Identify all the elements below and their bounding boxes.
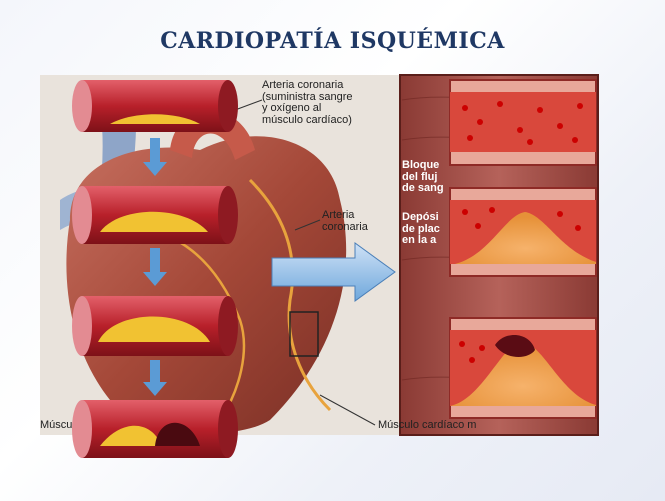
label-heart-muscle: Músculo cardíaco m: [378, 420, 476, 432]
artery-slice-plaque: [450, 188, 596, 276]
label-coronary-artery-supply: Arteria coronaria (suministra sangre y o…: [262, 80, 352, 126]
artery-tube-2: [72, 186, 238, 244]
slide-title: CARDIOPATÍA ISQUÉMICA: [0, 28, 665, 54]
artery-tube-3: [72, 296, 238, 356]
label-plaque-deposits: Depósi de plac en la a: [402, 212, 440, 247]
artery-tube-4: [72, 400, 238, 458]
label-muscle-left: Múscu: [40, 420, 72, 432]
label-blocked-flow: Bloque del fluj de sang: [402, 160, 444, 195]
artery-slice-blocked: [450, 318, 596, 418]
artery-tube-1: [72, 80, 238, 132]
artery-slice-healthy: [450, 80, 596, 165]
label-coronary-artery: Arteria coronaria: [322, 210, 368, 233]
